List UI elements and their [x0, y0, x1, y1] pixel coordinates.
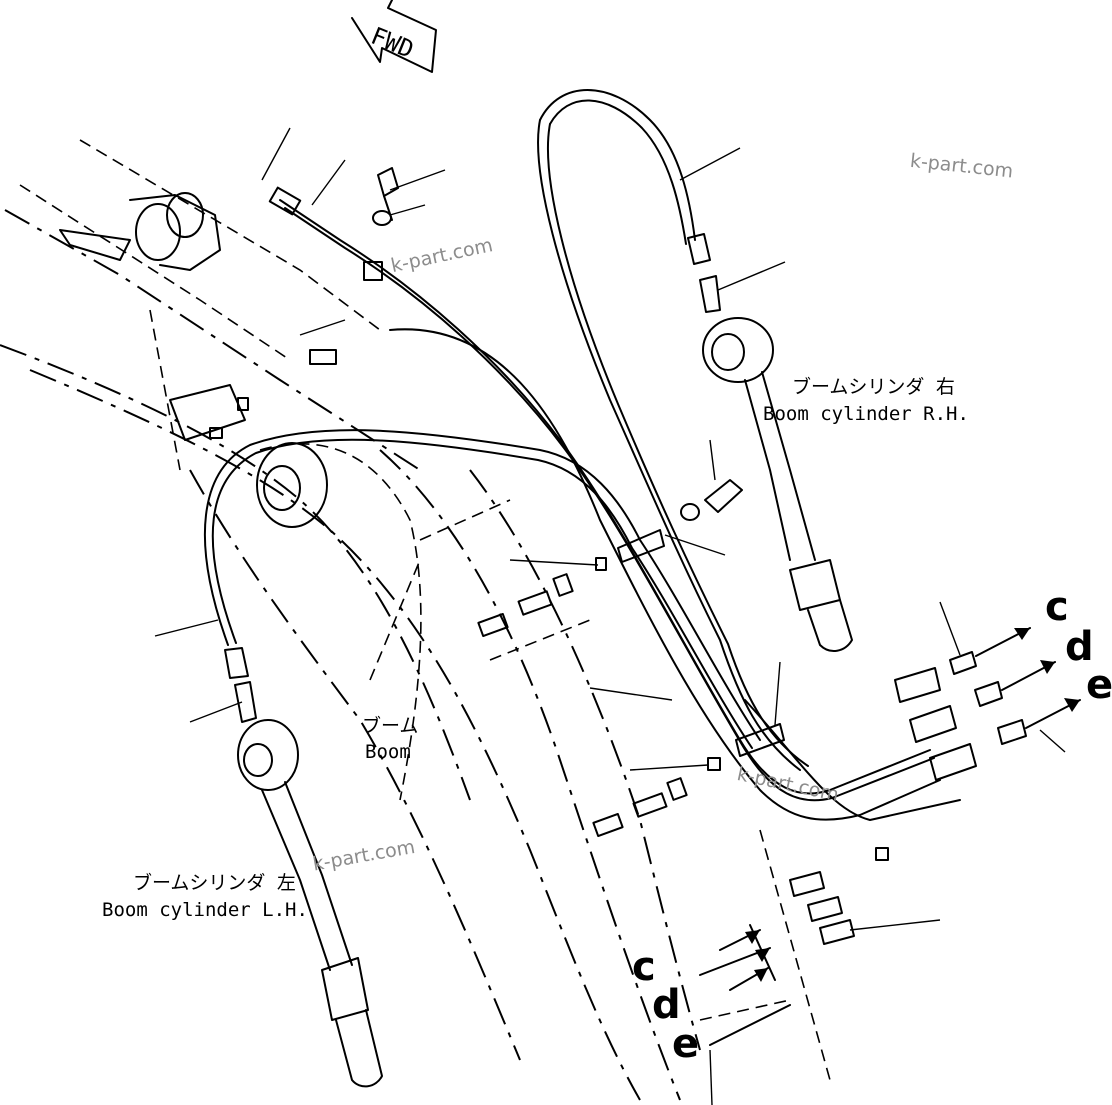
- letter-c-right: c: [1045, 584, 1069, 630]
- watermark-lower-left: k-part.com: [311, 836, 417, 876]
- watermark-lower-right: k-part.com: [735, 763, 841, 806]
- grease-fittings: [477, 557, 889, 861]
- letter-e-left: e: [672, 1021, 699, 1067]
- part-labels: ブーム Boom ブームシリンダ 右 Boom cylinder R.H. ブー…: [102, 375, 969, 921]
- leader-lines: [154, 127, 1066, 1105]
- boom-cylinder-rh: [702, 317, 853, 652]
- left-boom-cylinder-hose: [204, 429, 761, 749]
- boom-outline: [0, 139, 831, 1101]
- letter-d-left: d: [652, 982, 681, 1028]
- cylinder-rh-label-jp: ブームシリンダ 右: [792, 375, 955, 398]
- boom-center-pivot: [256, 442, 328, 528]
- letter-e-right: e: [1086, 662, 1112, 708]
- right-boom-cylinder-hose: [537, 89, 809, 771]
- letter-d-right: d: [1065, 624, 1094, 670]
- hose-ends-lower: [699, 871, 855, 1046]
- watermark-top-right: k-part.com: [909, 150, 1014, 183]
- center-hose-run: [268, 186, 961, 821]
- boom-label-en: Boom: [365, 741, 411, 763]
- letter-c-left: c: [632, 944, 656, 990]
- hose-clamps: [309, 261, 785, 757]
- fwd-label: FWD: [367, 22, 418, 64]
- fwd-direction-marker: FWD: [351, 0, 437, 73]
- cylinder-rh-label-en: Boom cylinder R.H.: [763, 403, 969, 425]
- boom-label-jp: ブーム: [362, 714, 418, 737]
- cylinder-lh-label-jp: ブームシリンダ 左: [133, 871, 296, 894]
- hose-ends-right: [894, 627, 1081, 781]
- clamp-bolts: [372, 167, 743, 521]
- boom-foot-bracket: [59, 192, 249, 441]
- connection-letters: c d e c d e: [632, 584, 1112, 1067]
- cylinder-lh-label-en: Boom cylinder L.H.: [102, 899, 308, 921]
- watermark-center: k-part.com: [389, 234, 495, 277]
- watermarks: k-part.com k-part.com k-part.com k-part.…: [311, 150, 1014, 876]
- boom-cylinder-lh: [237, 719, 383, 1088]
